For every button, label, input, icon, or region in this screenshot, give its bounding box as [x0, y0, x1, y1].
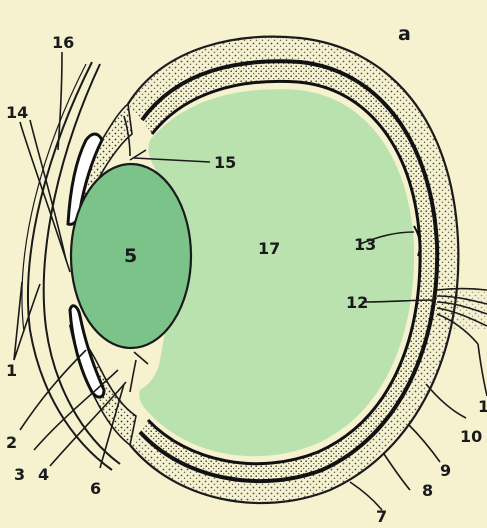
label-6: 6	[90, 479, 101, 498]
label-5-lens: 5	[124, 245, 137, 267]
label-16: 16	[52, 33, 74, 52]
label-1: 1	[6, 361, 17, 380]
label-1-optic: 1	[478, 397, 487, 416]
label-10: 10	[460, 427, 482, 446]
label-9: 9	[440, 461, 451, 480]
label-4: 4	[38, 465, 49, 484]
label-17-vitreous: 17	[258, 239, 280, 258]
label-13: 13	[354, 235, 376, 254]
label-2: 2	[6, 433, 17, 452]
label-8: 8	[422, 481, 433, 500]
label-15: 15	[214, 153, 236, 172]
label-3: 3	[14, 465, 25, 484]
label-12: 12	[346, 293, 368, 312]
figure-letter: a	[398, 23, 411, 45]
label-7: 7	[376, 507, 387, 526]
label-14: 14	[6, 103, 28, 122]
